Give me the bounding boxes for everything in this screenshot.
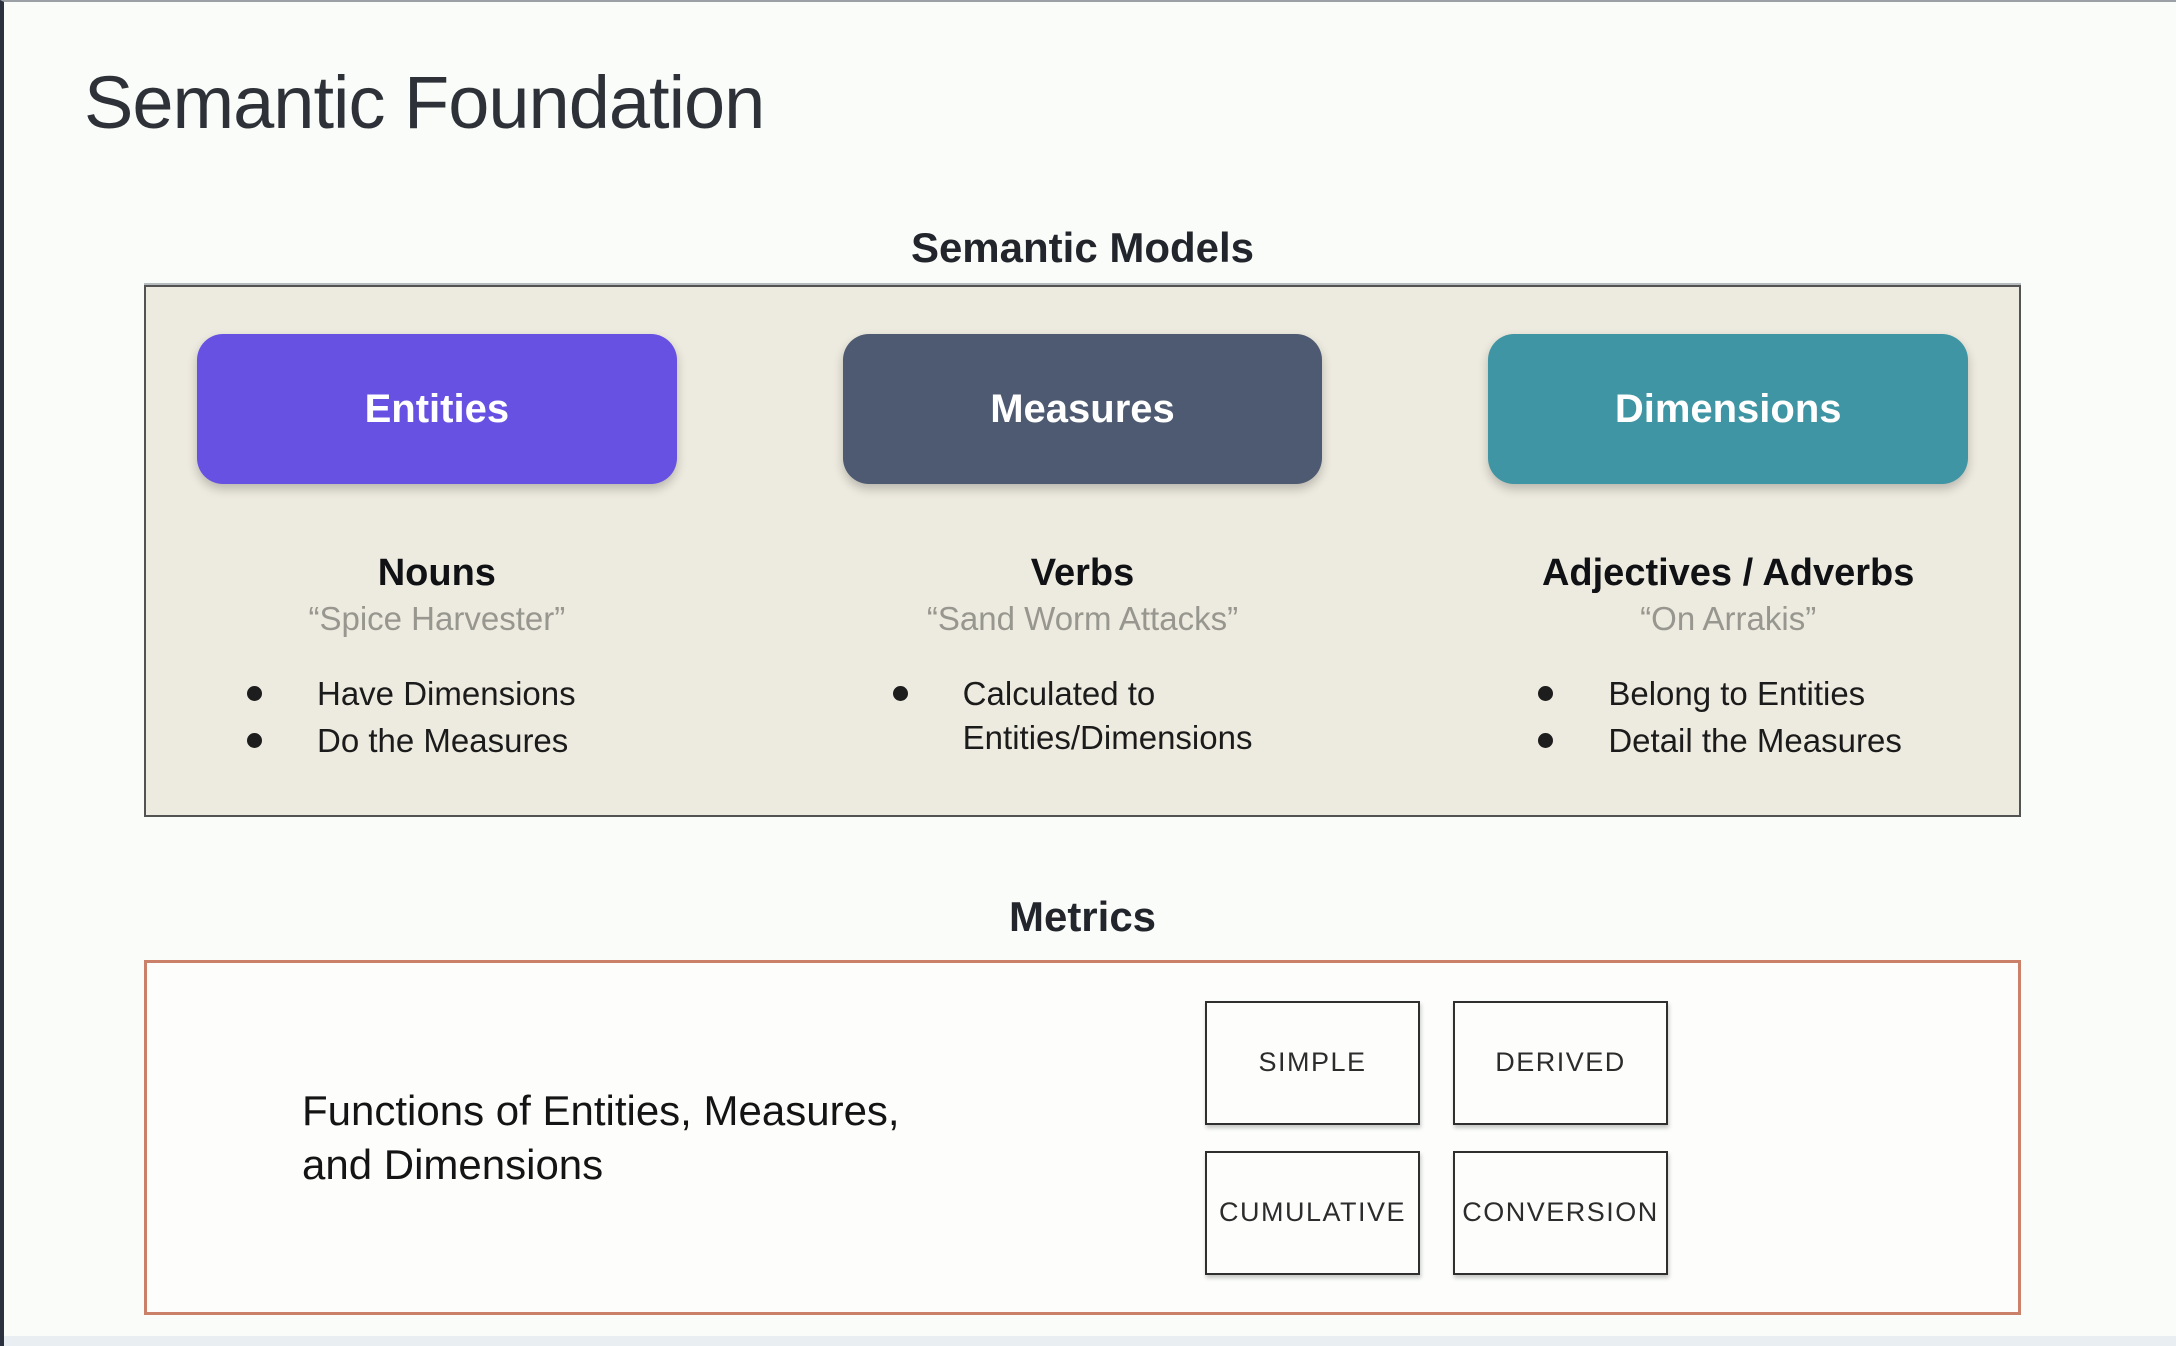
- metric-box-conversion: CONVERSION: [1453, 1150, 1668, 1275]
- measures-role-label: Verbs: [1030, 552, 1135, 594]
- metrics-heading: Metrics: [1008, 893, 1157, 940]
- entities-bullet-list: Have Dimensions Do the Measures: [247, 672, 677, 762]
- metric-box-cumulative: CUMULATIVE: [1205, 1150, 1420, 1275]
- entities-role-label: Nouns: [377, 552, 496, 594]
- metric-box-simple: SIMPLE: [1205, 1000, 1420, 1125]
- measures-bullet-list: Calculated to Entities/Dimensions: [892, 672, 1313, 759]
- entities-column: Entities Nouns “Spice Harvester” Have Di…: [197, 334, 677, 815]
- measures-pill: Measures: [842, 334, 1323, 484]
- dimensions-bullet-list: Belong to Entities Detail the Measures: [1538, 672, 1968, 762]
- metrics-description: Functions of Entities, Measures, and Dim…: [302, 1084, 900, 1192]
- bullet-item: Have Dimensions: [247, 672, 677, 716]
- bullet-item: Detail the Measures: [1538, 719, 1968, 763]
- dimensions-example-label: “On Arrakis”: [1640, 600, 1817, 637]
- entities-example-label: “Spice Harvester”: [308, 600, 566, 637]
- bullet-item: Do the Measures: [247, 719, 677, 763]
- metrics-panel: Functions of Entities, Measures, and Dim…: [144, 960, 2021, 1315]
- semantic-models-heading: Semantic Models: [910, 224, 1255, 271]
- entities-pill: Entities: [197, 334, 677, 484]
- metric-box-derived: DERIVED: [1453, 1000, 1668, 1125]
- metrics-description-line2: and Dimensions: [302, 1140, 604, 1188]
- semantic-models-panel: Entities Nouns “Spice Harvester” Have Di…: [144, 285, 2021, 817]
- slide-title: Semantic Foundation: [84, 61, 765, 144]
- slide-bottom-edge: [4, 1336, 2176, 1346]
- dimensions-role-label: Adjectives / Adverbs: [1541, 552, 1915, 594]
- measures-example-label: “Sand Worm Attacks”: [926, 600, 1239, 637]
- metrics-description-line1: Functions of Entities, Measures,: [302, 1086, 900, 1134]
- bullet-item: Belong to Entities: [1538, 672, 1968, 716]
- bullet-item: Calculated to Entities/Dimensions: [892, 672, 1313, 759]
- dimensions-pill: Dimensions: [1488, 334, 1969, 484]
- dimensions-column: Dimensions Adjectives / Adverbs “On Arra…: [1488, 334, 1969, 815]
- metric-types-grid: SIMPLE DERIVED CUMULATIVE CONVERSION: [1205, 1000, 1668, 1275]
- measures-column: Measures Verbs “Sand Worm Attacks” Calcu…: [842, 334, 1323, 815]
